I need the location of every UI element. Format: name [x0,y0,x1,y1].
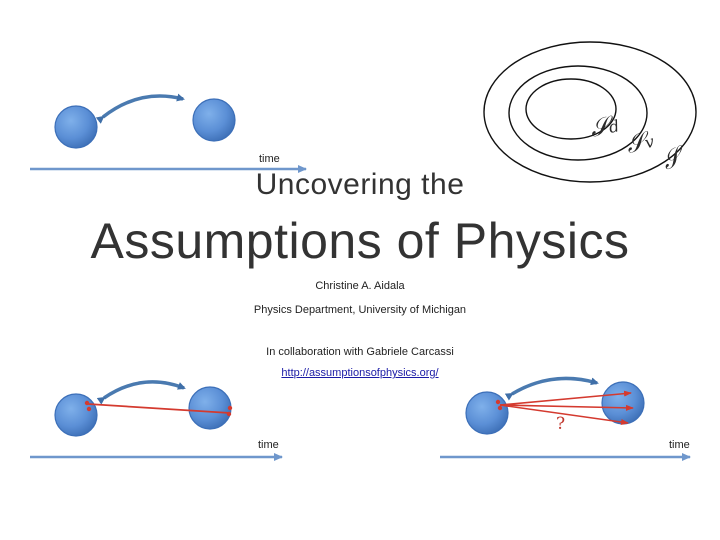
author-name: Christine A. Aidala [0,280,720,292]
red-dot [87,407,91,411]
ball [189,387,231,429]
red-dot [227,412,231,416]
affiliation: Physics Department, University of Michig… [0,304,720,316]
time-label-top-left: time [259,153,280,165]
red-dot [496,400,500,404]
transition-arrow [103,96,183,117]
website-link[interactable]: http://assumptionsofphysics.org/ [281,367,438,379]
red-dot [498,406,502,410]
question-mark: ? [556,414,565,434]
time-label-bottom-right: time [669,439,690,451]
set-label-inner: 𝒮d [587,109,621,142]
red-dot [85,401,89,405]
bottom-left-diagram [30,382,282,457]
transition-arrow [104,382,184,398]
red-dot [228,406,232,410]
time-label-bottom-left: time [258,439,279,451]
ball [466,392,508,434]
transition-arrow [512,378,597,394]
collaboration-note: In collaboration with Gabriele Carcassi [0,346,720,358]
title-line-2: Assumptions of Physics [0,212,720,270]
ball [193,99,235,141]
ball [602,382,644,424]
ball [55,106,97,148]
ball [55,394,97,436]
title-line-1: Uncovering the [0,168,720,202]
website-link-row: http://assumptionsofphysics.org/ [0,367,720,379]
